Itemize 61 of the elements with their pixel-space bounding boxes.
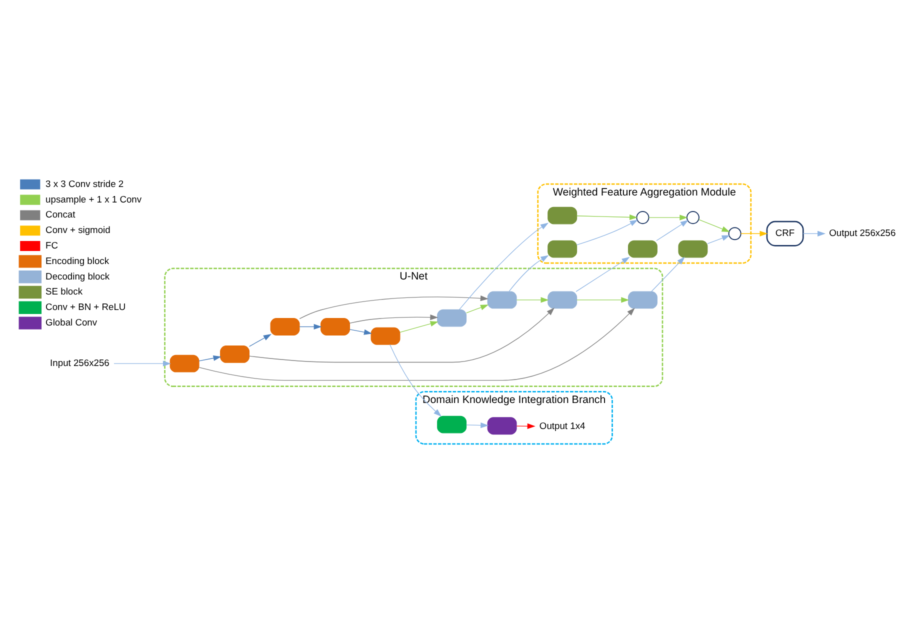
- node-box: [548, 240, 578, 258]
- arrow: [707, 234, 730, 244]
- node-box: [487, 416, 517, 434]
- node-box: [628, 290, 658, 308]
- arrow: [390, 344, 442, 416]
- arrow: [576, 219, 638, 245]
- legend-label: 3 x 3 Conv stride 2: [46, 178, 124, 188]
- arrow: [466, 422, 489, 428]
- legend-label: Decoding block: [46, 270, 110, 281]
- arrow: [508, 254, 549, 292]
- node-box: [487, 290, 517, 308]
- arrow: [249, 333, 272, 346]
- node-box: [170, 354, 200, 372]
- node-box: [370, 326, 400, 344]
- node-text: Input 256x256: [50, 358, 110, 368]
- node-box: [628, 240, 658, 258]
- arrow: [802, 230, 826, 236]
- arrow: [516, 422, 536, 428]
- node-text: Output 256x256: [829, 228, 896, 238]
- arrow: [349, 314, 438, 324]
- arrow: [400, 320, 438, 332]
- node-box: [437, 308, 467, 326]
- arrow: [198, 354, 222, 361]
- node-text: Output 1x4: [539, 420, 586, 431]
- arrow: [299, 294, 488, 319]
- arrow: [198, 307, 635, 380]
- arrow: [740, 230, 768, 236]
- cluster: U-Net: [164, 267, 664, 387]
- legend-label: Encoding block: [46, 255, 110, 266]
- arrow: [114, 360, 172, 366]
- arrow: [656, 220, 688, 240]
- arrow: [516, 296, 549, 302]
- legend-label: Global Conv: [46, 317, 98, 328]
- arrow: [248, 307, 555, 362]
- arrow: [648, 214, 688, 220]
- node-circle: [686, 210, 700, 224]
- node-box: [220, 345, 250, 362]
- arrow: [299, 323, 322, 330]
- arrow: [466, 304, 489, 313]
- node-box: CRF: [766, 220, 804, 246]
- legend-label: FC: [46, 240, 58, 250]
- arrow: [459, 222, 549, 310]
- node-box: [678, 240, 708, 258]
- node-circle: [728, 226, 742, 240]
- node-box: [437, 415, 467, 433]
- legend-label: Concat: [46, 209, 76, 220]
- node-box: [548, 206, 578, 224]
- node-box: [270, 318, 300, 335]
- arrow: [349, 328, 372, 334]
- arrow: [698, 218, 730, 232]
- arrow: [576, 214, 638, 220]
- node-box: [548, 290, 578, 308]
- legend-label: upsample + 1 x 1 Conv: [46, 194, 142, 204]
- node-circle: [636, 210, 650, 224]
- arrow: [576, 296, 630, 302]
- legend-label: Conv + sigmoid: [46, 224, 110, 235]
- legend-label: SE block: [46, 286, 82, 296]
- node-box: [320, 318, 350, 335]
- arrow: [576, 256, 630, 292]
- arrow: [651, 256, 685, 292]
- legend-label: Conv + BN + ReLU: [46, 302, 126, 312]
